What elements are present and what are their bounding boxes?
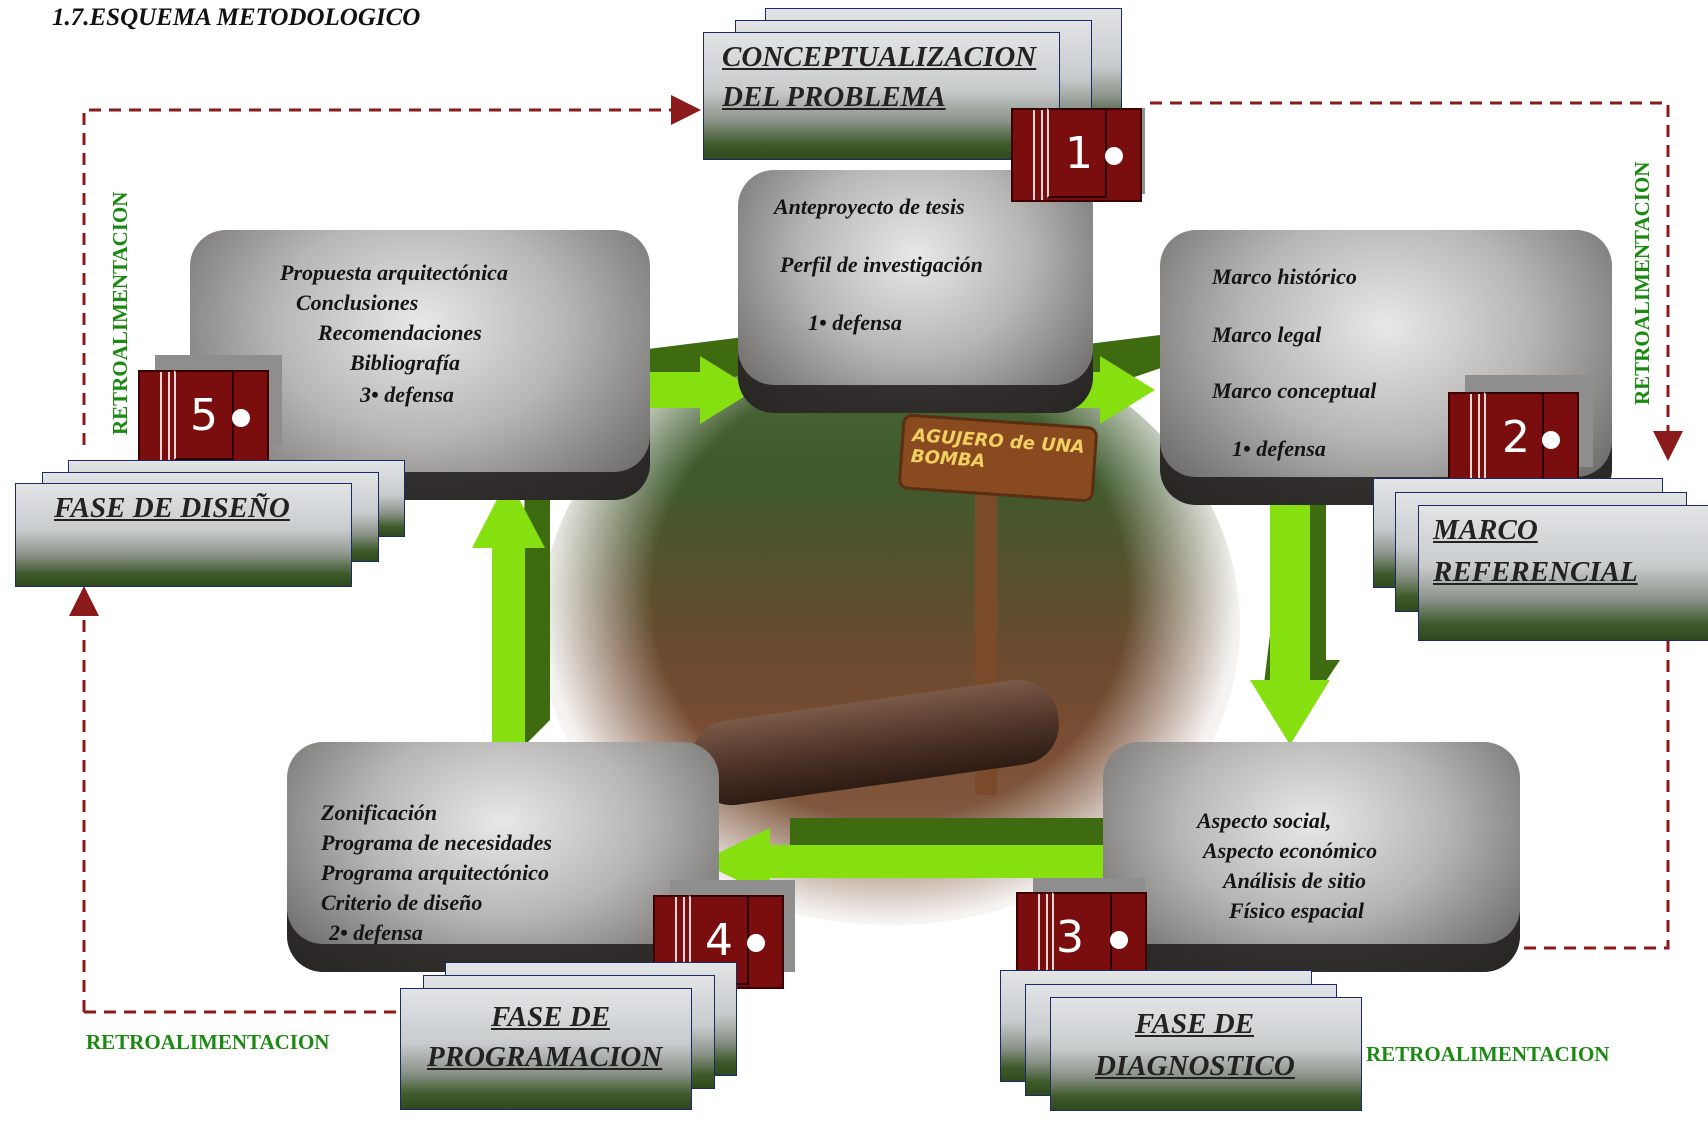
phase-2-item: Marco legal (1212, 322, 1322, 347)
phase-5-item: 3• defensa (360, 382, 454, 407)
phase-4-card: FASE DE PROGRAMACION (400, 988, 692, 1110)
phase-3-card: FASE DE DIAGNOSTICO (1050, 997, 1362, 1111)
phase-1-box: Anteproyecto de tesis Perfil de investig… (738, 170, 1093, 413)
phase-5-item: Conclusiones (296, 290, 419, 315)
arrow-4-to-5 (472, 475, 550, 750)
bullet-icon (747, 934, 765, 952)
phase-1-item: Anteproyecto de tesis (774, 194, 965, 219)
feedback-label-bottom-left: RETROALIMENTACION (86, 1030, 330, 1054)
phase-5-item: Propuesta arquitectónica (280, 260, 508, 285)
bullet-icon (232, 409, 250, 427)
phase-2-number: 2 (1502, 412, 1530, 463)
phase-4-item: 2• defensa (329, 920, 423, 945)
feedback-label-left: RETROALIMENTACION (108, 191, 132, 435)
phase-1-badge: 1 (1011, 108, 1142, 202)
phase-3-item: Aspecto económico (1203, 838, 1378, 863)
phase-1-label-line1: CONCEPTUALIZACION (722, 41, 1037, 73)
phase-4-item: Programa de necesidades (321, 830, 552, 855)
phase-5-number: 5 (190, 390, 218, 441)
phase-4-item: Criterio de diseño (321, 890, 483, 915)
phase-2-label-line1: MARCO (1433, 514, 1538, 546)
phase-4-label-line2: PROGRAMACION (427, 1041, 663, 1073)
phase-3-number: 3 (1056, 912, 1084, 963)
feedback-label-right: RETROALIMENTACION (1630, 161, 1654, 405)
arrow-2-to-3 (1250, 455, 1340, 745)
phase-5-card: FASE DE DISEÑO (15, 483, 352, 587)
phase-2-item: Marco histórico (1212, 264, 1357, 289)
phase-5-box: Propuesta arquitectónica Conclusiones Re… (190, 230, 650, 500)
phase-3-item: Análisis de sitio (1223, 868, 1367, 893)
bullet-icon (1105, 147, 1123, 165)
phase-2-card: MARCO REFERENCIAL (1418, 505, 1708, 641)
bullet-icon (1542, 431, 1560, 449)
phase-1-item: 1• defensa (808, 310, 902, 335)
phase-4-item: Programa arquitectónico (321, 860, 549, 885)
page-title: 1.7.ESQUEMA METODOLOGICO (52, 4, 421, 31)
phase-4-item: Zonificación (321, 800, 438, 825)
phase-4-number: 4 (705, 915, 733, 966)
phase-3-label-line2: DIAGNOSTICO (1095, 1050, 1295, 1082)
phase-3-item: Físico espacial (1229, 898, 1365, 923)
phase-2-label-line2: REFERENCIAL (1433, 556, 1638, 588)
phase-1-label-line2: DEL PROBLEMA (722, 81, 946, 113)
phase-2-badge: 2 (1448, 392, 1579, 486)
bullet-icon (1110, 931, 1128, 949)
phase-5-badge: 5 (138, 370, 269, 464)
phase-4-label-line1: FASE DE (491, 1001, 611, 1033)
phase-1-number: 1 (1065, 128, 1093, 179)
phase-1-card: CONCEPTUALIZACION DEL PROBLEMA (703, 32, 1060, 160)
feedback-line-5-to-1 (82, 95, 701, 445)
phase-5-label-line1: FASE DE DISEÑO (54, 492, 290, 524)
phase-3-item: Aspecto social, (1197, 808, 1332, 833)
phase-5-item: Recomendaciones (318, 320, 482, 345)
phase-5-item: Bibliografía (350, 350, 461, 375)
phase-2-item: 1• defensa (1232, 436, 1326, 461)
arrow-3-to-4 (700, 818, 1158, 896)
feedback-label-bottom-right: RETROALIMENTACION (1366, 1042, 1610, 1066)
phase-1-item: Perfil de investigación (780, 252, 983, 277)
phase-2-item: Marco conceptual (1212, 378, 1377, 403)
phase-3-label-line1: FASE DE (1135, 1008, 1255, 1040)
phase-3-box: Aspecto social, Aspecto económico Anális… (1103, 742, 1520, 972)
phase-4-box: Zonificación Programa de necesidades Pro… (287, 742, 719, 972)
